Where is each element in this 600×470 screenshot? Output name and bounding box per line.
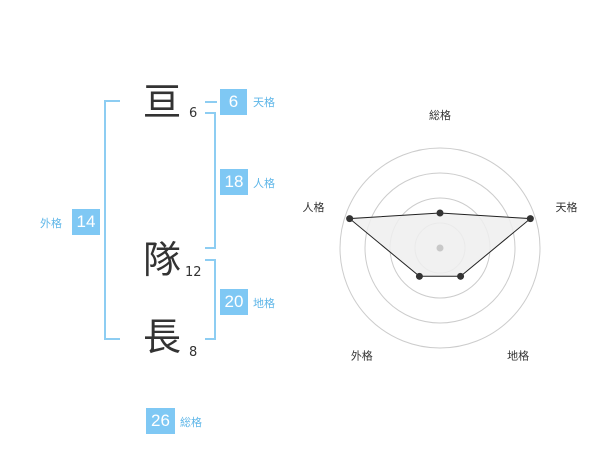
radar-center-dot: [436, 244, 444, 252]
radar-point-1: [436, 209, 444, 217]
name-char-2: 隊: [143, 238, 182, 282]
name-char-1: 亘: [143, 80, 182, 124]
soukaku-value: 26: [146, 408, 175, 434]
chikaku-bracket-vertical: [214, 259, 216, 340]
soukaku-label: 総格: [180, 416, 202, 429]
radar-axis-label-5: 人格: [303, 200, 325, 214]
name-char-3: 長: [143, 315, 182, 359]
chikaku-bracket-top: [205, 259, 215, 261]
radar-point-3: [457, 272, 465, 280]
jinkaku-bracket-bottom: [205, 247, 215, 249]
radar-axis-label-4: 外格: [351, 349, 373, 363]
gaikaku-value: 14: [72, 209, 100, 235]
chikaku-bracket-bottom: [205, 338, 215, 340]
jinkaku-value: 18: [220, 169, 248, 195]
radar-axis-label-1: 総格: [429, 108, 451, 122]
chikaku-label: 地格: [253, 297, 275, 310]
gaikaku-label: 外格: [40, 217, 62, 230]
gaikaku-bracket-bottom: [104, 338, 120, 340]
name-char-1-strokes: 6: [189, 106, 198, 121]
gaikaku-bracket-vertical: [104, 100, 106, 340]
radar-axis-label-3: 地格: [507, 349, 529, 363]
radar-point-4: [415, 272, 423, 280]
radar-ring-3: [364, 172, 516, 324]
radar-point-2: [526, 215, 534, 223]
jinkaku-label: 人格: [253, 177, 275, 190]
tenkaku-label: 天格: [253, 96, 275, 109]
radar-ring-4: [339, 147, 541, 349]
tenkaku-value: 6: [220, 89, 247, 115]
radar-point-5: [346, 215, 354, 223]
name-char-3-strokes: 8: [189, 345, 198, 360]
jinkaku-bracket-top: [205, 112, 215, 114]
radar-axis-label-2: 天格: [555, 200, 577, 214]
name-char-2-strokes: 12: [185, 265, 202, 280]
tenkaku-tick: [205, 101, 217, 103]
jinkaku-bracket-vertical: [214, 112, 216, 249]
chikaku-value: 20: [220, 289, 248, 315]
gaikaku-bracket-top: [104, 100, 120, 102]
